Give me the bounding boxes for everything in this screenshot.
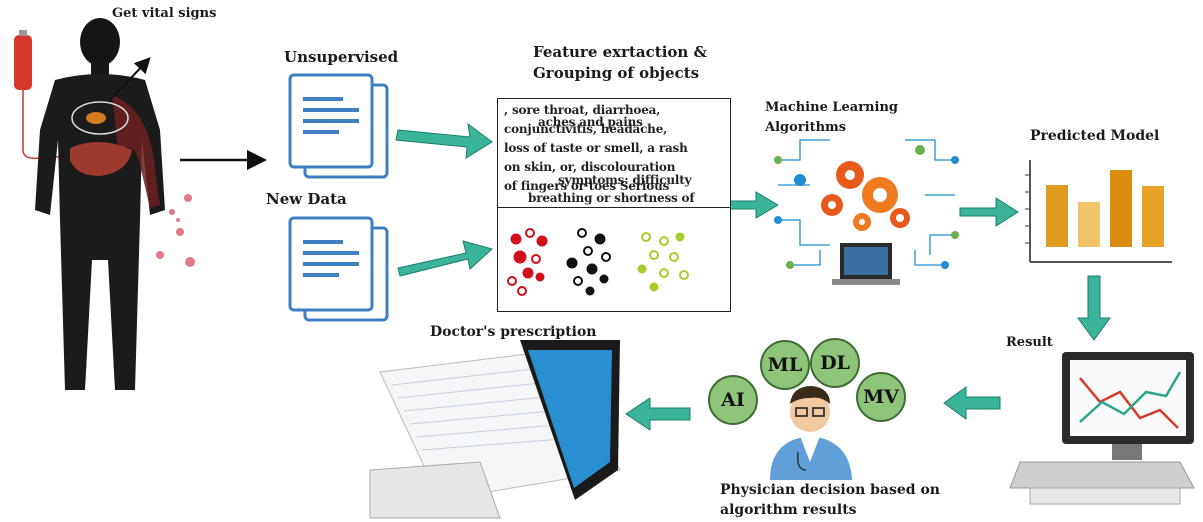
ml-title-line2: Algorithms	[765, 120, 847, 135]
result-to-physician-arrow	[943, 386, 1001, 420]
physician-label-line1: Physician decision based on	[720, 482, 940, 498]
model-to-result-arrow	[1077, 275, 1111, 341]
document-icon	[288, 216, 389, 322]
physician-to-prescription-arrow	[625, 397, 691, 431]
physician-label-line2: algorithm results	[720, 502, 857, 518]
result-label: Result	[1006, 335, 1053, 350]
predicted-model-chart-icon	[1025, 160, 1172, 263]
dl-badge: DL	[810, 338, 860, 388]
cluster-groups	[507, 228, 689, 296]
mv-badge: MV	[856, 372, 906, 422]
feature-text-line: loss of taste or smell, a rash	[504, 141, 688, 155]
feature-text-line: on skin, or, discolouration	[504, 160, 676, 174]
ml-title-line1: Machine Learning	[765, 100, 898, 115]
ml-network-icon	[774, 139, 959, 285]
newdata-to-feature-arrow	[397, 240, 494, 277]
predicted-model-label: Predicted Model	[1030, 128, 1160, 144]
prescription-tablet-icon	[369, 340, 621, 519]
vital-arrow	[109, 57, 151, 101]
ml-badge: ML	[760, 340, 810, 390]
ml-to-model-arrow	[959, 197, 1019, 227]
docs-to-feature-arrow	[395, 122, 493, 159]
human-body-icon	[35, 18, 165, 390]
vital-signs-label: Get vital signs	[112, 6, 217, 21]
doctor-prescription-label: Doctor's prescription	[430, 324, 597, 340]
physician-icon	[770, 386, 852, 480]
red-cluster	[507, 228, 548, 296]
unsupervised-label: Unsupervised	[284, 48, 399, 66]
particles-icon	[156, 194, 195, 267]
new-data-label: New Data	[266, 190, 347, 208]
black-cluster	[566, 228, 611, 296]
feature-text-line: conjunctivitis, headache,	[504, 122, 668, 136]
result-monitor-icon	[1009, 352, 1195, 505]
feature-text-line: breathing or shortness of	[528, 191, 695, 205]
feature-text-line: , sore throat, diarrhoea,	[504, 103, 661, 117]
feature-divider	[498, 207, 730, 208]
green-cluster	[637, 232, 689, 292]
feature-text-line: of fingers or toes Serious	[504, 179, 670, 193]
feature-title-line2: Grouping of objects	[533, 64, 700, 82]
feature-extraction-box: aches and pains , sore throat, diarrhoea…	[497, 98, 731, 312]
ai-badge: AI	[708, 375, 758, 425]
feature-text-line: symptoms: difficulty	[558, 173, 692, 187]
feature-title-line1: Feature exrtaction &	[533, 43, 708, 61]
feature-text-line: aches and pains	[538, 115, 643, 129]
document-icon	[288, 73, 389, 179]
